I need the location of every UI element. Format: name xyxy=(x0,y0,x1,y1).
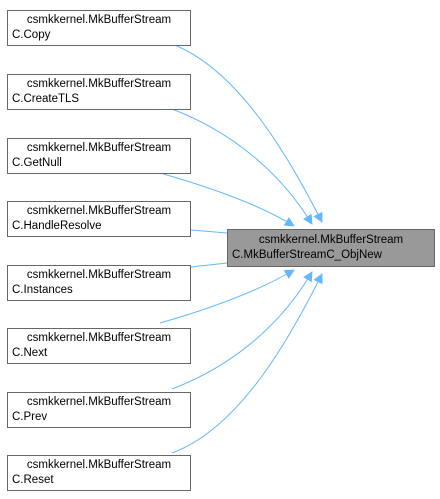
caller-node-copy[interactable]: csmkkernel.MkBufferStream C.Copy xyxy=(7,10,191,46)
caller-node-handleresolve[interactable]: csmkkernel.MkBufferStream C.HandleResolv… xyxy=(7,201,191,237)
edge-next xyxy=(159,269,295,324)
node-label-line1: csmkkernel.MkBufferStream xyxy=(26,205,172,217)
caller-node-instances[interactable]: csmkkernel.MkBufferStream C.Instances xyxy=(7,265,191,301)
caller-node-prev[interactable]: csmkkernel.MkBufferStream C.Prev xyxy=(7,392,191,428)
target-label-line2: C.MkBufferStreamC_ObjNew xyxy=(232,249,382,261)
caller-node-next[interactable]: csmkkernel.MkBufferStream C.Next xyxy=(7,328,191,364)
node-label-line2: C.Next xyxy=(12,347,48,359)
edge-getnull xyxy=(159,172,295,227)
node-label-line2: C.Instances xyxy=(12,284,73,296)
node-label-line2: C.CreateTLS xyxy=(12,93,80,105)
node-label-line2: C.Prev xyxy=(12,411,48,423)
node-label-line1: csmkkernel.MkBufferStream xyxy=(26,459,172,471)
node-label-line2: C.GetNull xyxy=(12,157,62,169)
node-label-line1: csmkkernel.MkBufferStream xyxy=(26,269,172,281)
node-label-line2: C.Copy xyxy=(12,29,51,41)
target-node-objnew[interactable]: csmkkernel.MkBufferStream C.MkBufferStre… xyxy=(227,229,435,267)
edge-copy xyxy=(171,43,323,223)
edge-prev xyxy=(171,271,313,390)
node-label-line1: csmkkernel.MkBufferStream xyxy=(26,332,172,344)
node-label-line1: csmkkernel.MkBufferStream xyxy=(26,14,172,26)
caller-node-reset[interactable]: csmkkernel.MkBufferStream C.Reset xyxy=(7,455,191,491)
node-label-line2: C.HandleResolve xyxy=(12,220,102,232)
edge-createtls xyxy=(171,108,313,225)
caller-node-getnull[interactable]: csmkkernel.MkBufferStream C.GetNull xyxy=(7,138,191,174)
caller-node-createtls[interactable]: csmkkernel.MkBufferStream C.CreateTLS xyxy=(7,74,191,110)
node-label-line2: C.Reset xyxy=(12,474,54,486)
target-label-line1: csmkkernel.MkBufferStream xyxy=(258,234,404,246)
node-label-line1: csmkkernel.MkBufferStream xyxy=(26,396,172,408)
node-label-line1: csmkkernel.MkBufferStream xyxy=(26,78,172,90)
node-label-line1: csmkkernel.MkBufferStream xyxy=(26,142,172,154)
edge-reset xyxy=(171,273,323,454)
